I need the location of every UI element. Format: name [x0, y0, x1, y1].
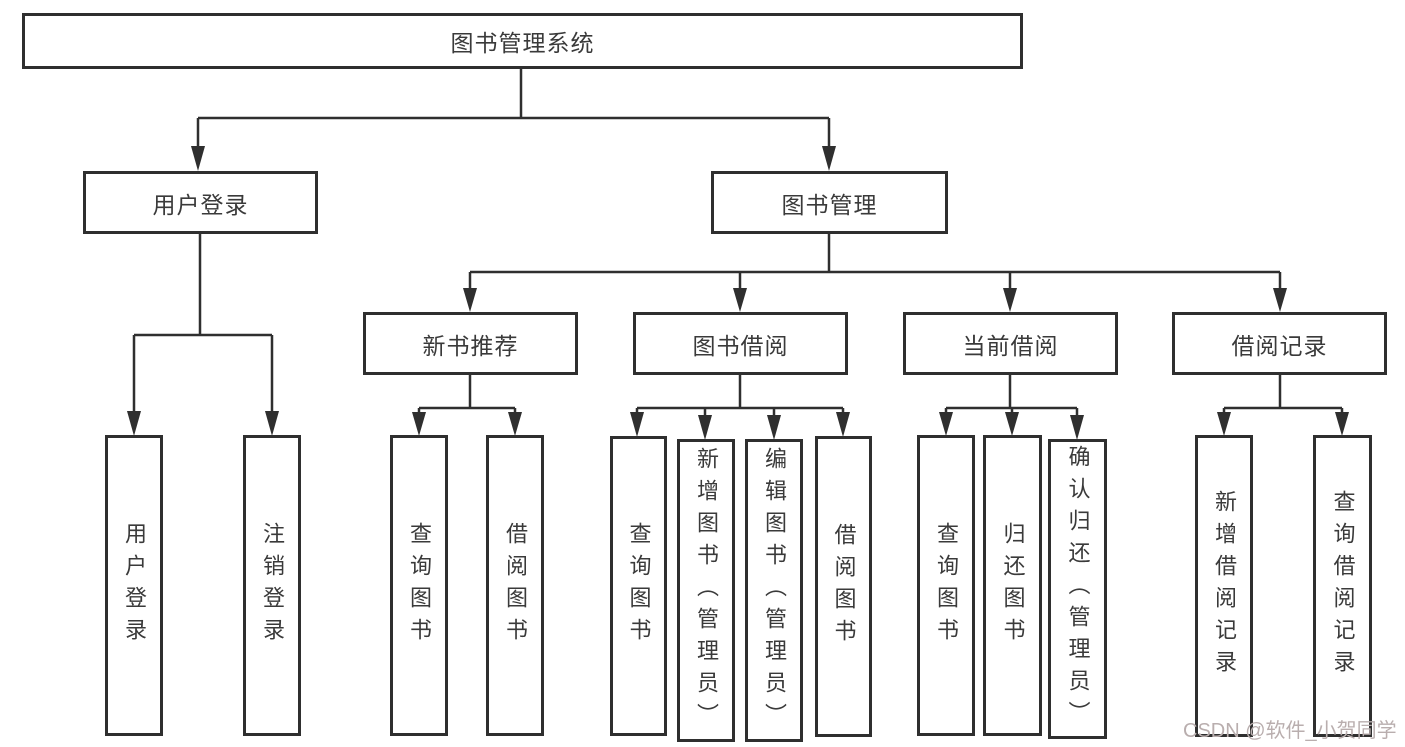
leaf-logout: 注销登录	[243, 435, 301, 736]
leaf-borrow-book: 借阅图书	[815, 436, 872, 737]
leaf-query-books-recommend: 查询图书	[390, 435, 448, 736]
node-label: 当前借阅	[962, 332, 1059, 359]
node-user-login: 用户登录	[83, 171, 318, 234]
node-label: 查询图书	[407, 521, 432, 650]
node-label: 图书管理系统	[450, 30, 595, 56]
node-new-book-recommend: 新书推荐	[363, 312, 578, 375]
leaf-edit-book-admin: 编辑图书（管理员）	[745, 439, 803, 742]
leaf-query-borrow-record: 查询借阅记录	[1313, 435, 1372, 737]
node-book-management: 图书管理	[711, 171, 948, 234]
node-label: 查询图书	[626, 522, 652, 650]
node-library-management-system: 图书管理系统	[22, 13, 1023, 69]
node-label: 新书推荐	[422, 332, 519, 359]
node-label: 借阅图书	[831, 522, 857, 651]
node-label: 注销登录	[260, 521, 285, 650]
leaf-user-login: 用户登录	[105, 435, 163, 736]
node-label: 归还图书	[1000, 521, 1026, 650]
node-label: 查询图书	[934, 521, 959, 650]
node-label: 查询借阅记录	[1330, 490, 1356, 682]
node-label: 用户登录	[152, 191, 249, 218]
node-label: 新增图书（管理员）	[694, 446, 719, 735]
node-label: 图书借阅	[692, 332, 789, 359]
csdn-watermark: CSDN @软件_小贺同学	[1183, 720, 1397, 742]
leaf-query-books-borrow: 查询图书	[610, 436, 667, 736]
leaf-query-books-current: 查询图书	[917, 435, 975, 736]
node-label: 借阅图书	[503, 521, 528, 650]
leaf-confirm-return-admin: 确认归还（管理员）	[1048, 439, 1107, 739]
node-borrow-records: 借阅记录	[1172, 312, 1387, 375]
leaf-add-book-admin: 新增图书（管理员）	[677, 439, 735, 742]
node-label: 编辑图书（管理员）	[762, 446, 787, 735]
arrowhead-icons	[127, 146, 1349, 440]
node-label: 图书管理	[781, 191, 878, 218]
node-label: 确认归还（管理员）	[1065, 445, 1091, 733]
leaf-return-book: 归还图书	[983, 435, 1042, 736]
leaf-add-borrow-record: 新增借阅记录	[1195, 435, 1253, 737]
node-label: 用户登录	[122, 521, 147, 650]
node-current-borrow: 当前借阅	[903, 312, 1118, 375]
leaf-borrow-books-recommend: 借阅图书	[486, 435, 544, 736]
node-label: 借阅记录	[1231, 332, 1328, 359]
node-book-borrow: 图书借阅	[633, 312, 848, 375]
node-label: 新增借阅记录	[1212, 490, 1237, 682]
